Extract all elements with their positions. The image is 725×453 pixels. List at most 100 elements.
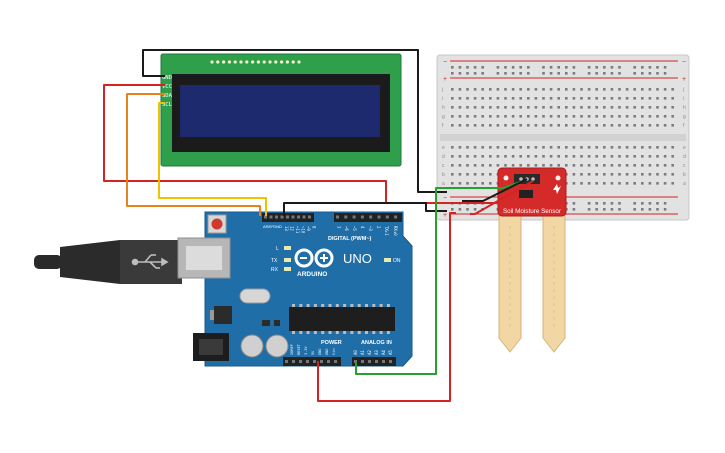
header-pin[interactable]	[382, 360, 385, 363]
breadboard-hole[interactable]	[473, 124, 477, 127]
breadboard-hole[interactable]	[618, 97, 621, 100]
lcd-module[interactable]: GND VCC SDA SCL	[160, 53, 402, 167]
breadboard-hole[interactable]	[656, 66, 659, 69]
breadboard-hole[interactable]	[451, 115, 454, 118]
breadboard-hole[interactable]	[641, 202, 644, 205]
breadboard-hole[interactable]	[451, 88, 454, 91]
header-pin[interactable]	[377, 215, 381, 219]
breadboard-hole[interactable]	[466, 97, 469, 100]
breadboard-hole[interactable]	[587, 72, 591, 75]
breadboard-hole[interactable]	[572, 66, 576, 69]
breadboard-hole[interactable]	[489, 124, 492, 127]
breadboard-hole[interactable]	[504, 164, 507, 167]
breadboard-hole[interactable]	[618, 115, 621, 118]
breadboard-hole[interactable]	[527, 106, 530, 109]
breadboard-hole[interactable]	[504, 72, 507, 75]
breadboard-hole[interactable]	[641, 88, 644, 91]
breadboard-hole[interactable]	[511, 124, 515, 127]
header-pin[interactable]	[292, 360, 295, 363]
breadboard-hole[interactable]	[572, 173, 576, 176]
header-pin[interactable]	[302, 215, 306, 219]
header-pin[interactable]	[352, 215, 356, 219]
breadboard-hole[interactable]	[656, 208, 659, 211]
breadboard-hole[interactable]	[587, 115, 591, 118]
breadboard-hole[interactable]	[565, 115, 568, 118]
header-pin[interactable]	[291, 215, 295, 219]
header-pin[interactable]	[394, 215, 398, 219]
breadboard-hole[interactable]	[587, 124, 591, 127]
breadboard-hole[interactable]	[656, 164, 659, 167]
breadboard-hole[interactable]	[481, 97, 484, 100]
breadboard-hole[interactable]	[549, 106, 553, 109]
wire-sensor-gnd[interactable]	[462, 178, 528, 202]
breadboard-hole[interactable]	[504, 124, 507, 127]
breadboard-hole[interactable]	[496, 124, 500, 127]
breadboard-hole[interactable]	[481, 106, 484, 109]
wire-5v[interactable]	[317, 212, 456, 402]
breadboard-hole[interactable]	[595, 202, 598, 205]
breadboard-hole[interactable]	[511, 72, 515, 75]
breadboard-hole[interactable]	[572, 88, 576, 91]
breadboard-hole[interactable]	[489, 173, 492, 176]
breadboard-hole[interactable]	[451, 164, 454, 167]
breadboard-hole[interactable]	[549, 97, 553, 100]
breadboard-hole[interactable]	[557, 115, 560, 118]
breadboard-hole[interactable]	[466, 146, 469, 149]
breadboard-hole[interactable]	[595, 124, 598, 127]
header-pin[interactable]	[285, 360, 288, 363]
breadboard-hole[interactable]	[618, 124, 621, 127]
breadboard-hole[interactable]	[572, 202, 576, 205]
breadboard-hole[interactable]	[481, 182, 484, 185]
breadboard-hole[interactable]	[519, 124, 522, 127]
breadboard-hole[interactable]	[473, 106, 477, 109]
breadboard-hole[interactable]	[481, 66, 484, 69]
breadboard-hole[interactable]	[587, 146, 591, 149]
breadboard-hole[interactable]	[473, 88, 477, 91]
header-pin[interactable]	[344, 215, 348, 219]
breadboard-hole[interactable]	[496, 115, 500, 118]
breadboard-hole[interactable]	[511, 88, 515, 91]
breadboard-hole[interactable]	[580, 124, 583, 127]
breadboard-hole[interactable]	[595, 182, 598, 185]
breadboard-hole[interactable]	[557, 124, 560, 127]
breadboard-hole[interactable]	[473, 155, 477, 158]
breadboard-hole[interactable]	[534, 164, 538, 167]
breadboard-hole[interactable]	[625, 115, 629, 118]
breadboard-hole[interactable]	[542, 97, 545, 100]
breadboard-hole[interactable]	[618, 208, 621, 211]
breadboard-hole[interactable]	[504, 88, 507, 91]
breadboard-hole[interactable]	[451, 208, 454, 211]
breadboard-hole[interactable]	[603, 106, 606, 109]
breadboard-hole[interactable]	[603, 124, 606, 127]
breadboard-hole[interactable]	[481, 72, 484, 75]
breadboard-hole[interactable]	[618, 66, 621, 69]
breadboard-hole[interactable]	[549, 124, 553, 127]
breadboard-hole[interactable]	[496, 146, 500, 149]
breadboard-hole[interactable]	[641, 146, 644, 149]
breadboard-hole[interactable]	[519, 146, 522, 149]
breadboard-hole[interactable]	[527, 97, 530, 100]
breadboard-hole[interactable]	[648, 208, 652, 211]
breadboard-hole[interactable]	[572, 106, 576, 109]
breadboard-hole[interactable]	[625, 88, 629, 91]
breadboard-hole[interactable]	[481, 124, 484, 127]
header-pin[interactable]	[336, 215, 339, 219]
breadboard-hole[interactable]	[458, 173, 462, 176]
breadboard-hole[interactable]	[641, 164, 644, 167]
breadboard-hole[interactable]	[451, 106, 454, 109]
breadboard-hole[interactable]	[595, 66, 598, 69]
breadboard-hole[interactable]	[565, 88, 568, 91]
breadboard-hole[interactable]	[671, 182, 674, 185]
breadboard-hole[interactable]	[458, 106, 462, 109]
breadboard-hole[interactable]	[633, 182, 636, 185]
breadboard-hole[interactable]	[663, 88, 667, 91]
breadboard-hole[interactable]	[641, 208, 644, 211]
header-pin[interactable]	[375, 360, 378, 363]
breadboard-hole[interactable]	[458, 88, 462, 91]
breadboard-hole[interactable]	[580, 155, 583, 158]
breadboard-hole[interactable]	[466, 106, 469, 109]
breadboard-hole[interactable]	[527, 146, 530, 149]
breadboard-hole[interactable]	[473, 173, 477, 176]
breadboard-hole[interactable]	[572, 208, 576, 211]
breadboard-hole[interactable]	[595, 88, 598, 91]
